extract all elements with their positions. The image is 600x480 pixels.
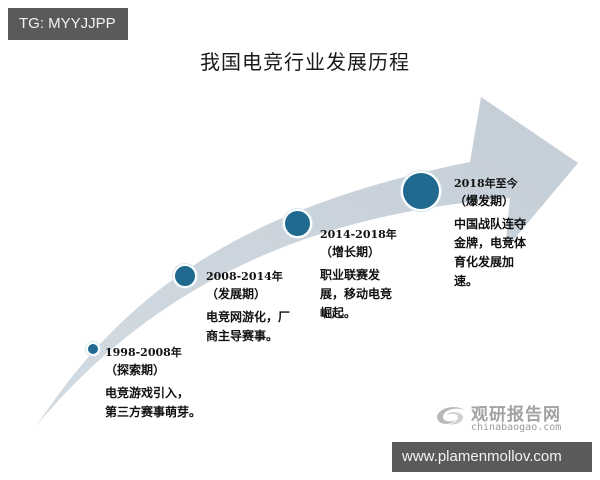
stage-2-desc: 电竞网游化，厂 商主导赛事。 (206, 308, 290, 346)
stage-3-desc-line: 展，移动电竞 (320, 287, 393, 301)
diagram-title: 我国电竞行业发展历程 (200, 50, 410, 74)
stage-1-desc-line: 电竞游戏引入， (105, 386, 190, 400)
stage-4-desc-line: 育化发展加 (454, 255, 515, 269)
stage-4-desc-line: 中国战队连夺 (454, 217, 527, 231)
stage-3-year: 2014-2018年 (320, 228, 397, 241)
stage-1: 1998-2008年 （探索期） 电竞游戏引入， 第三方赛事萌芽。 (105, 345, 201, 422)
stage-4-desc: 中国战队连夺 金牌，电竞体 育化发展加 速。 (454, 215, 526, 291)
stage-1-phase: （探索期） (105, 363, 166, 377)
stage-4-desc-line: 速。 (454, 274, 479, 288)
watermark-cn: 观研报告网 (471, 405, 561, 425)
stage-4-phase: （爆发期） (454, 194, 515, 208)
stage-1-desc-line: 第三方赛事萌芽。 (105, 405, 202, 419)
stage-2-phase: （发展期） (206, 287, 267, 301)
stage-3: 2014-2018年 （增长期） 职业联赛发 展，移动电竞 崛起。 (320, 227, 397, 323)
tg-badge: TG: MYYJJPP (8, 8, 128, 40)
stage-3-phase: （增长期） (320, 245, 381, 259)
stage-2: 2008-2014年 （发展期） 电竞网游化，厂 商主导赛事。 (206, 269, 290, 346)
stage-1-year: 1998-2008年 (105, 346, 182, 359)
chinabaogao-watermark: 观研报告网 chinabaogao.com (433, 398, 573, 438)
stage-3-desc-line: 职业联赛发 (320, 268, 381, 282)
stage-4-year: 2018年至今 (454, 177, 518, 190)
stage-3-desc: 职业联赛发 展，移动电竞 崛起。 (320, 266, 397, 323)
stage-3-dot (283, 209, 312, 238)
stage-2-desc-line: 商主导赛事。 (206, 329, 279, 343)
stage-4-desc-line: 金牌，电竞体 (454, 236, 527, 250)
site-url-badge: www.plamenmollov.com (392, 442, 592, 472)
stage-2-year: 2008-2014年 (206, 270, 283, 283)
stage-1-dot (86, 342, 100, 356)
stage-4: 2018年至今 （爆发期） 中国战队连夺 金牌，电竞体 育化发展加 速。 (454, 176, 526, 291)
stage-2-dot (173, 264, 197, 288)
swirl-logo-icon (437, 407, 465, 425)
stage-4-dot (401, 171, 441, 211)
stage-1-desc: 电竞游戏引入， 第三方赛事萌芽。 (105, 384, 201, 422)
watermark-en: chinabaogao.com (471, 422, 562, 433)
stage-2-desc-line: 电竞网游化，厂 (206, 310, 291, 324)
stage-3-desc-line: 崛起。 (320, 306, 357, 320)
